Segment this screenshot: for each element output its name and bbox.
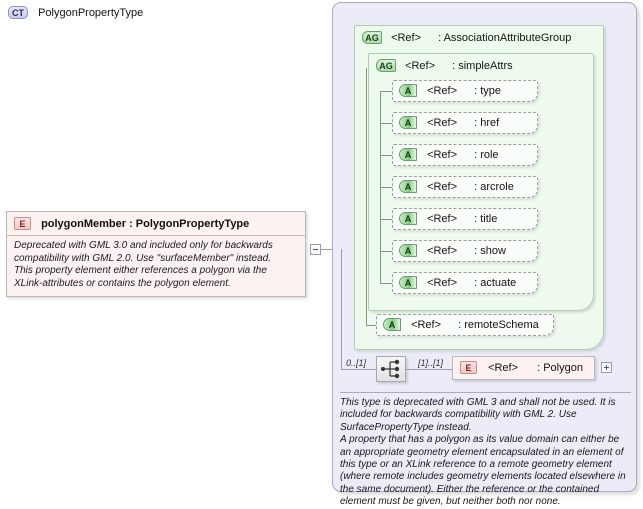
attribute-tree-stub	[380, 187, 392, 188]
connector-choice-to-polygon	[406, 369, 452, 370]
attribute-type: : href	[474, 116, 500, 129]
attribute-tree-stub	[380, 155, 392, 156]
attribute-type: : show	[474, 244, 506, 257]
connector-element-to-type	[321, 249, 332, 250]
complextype-title: PolygonPropertyType	[38, 6, 144, 19]
attribute-tree-stub	[380, 251, 392, 252]
element-header: E polygonMember : PolygonPropertyType	[7, 212, 305, 236]
polygon-ref-type: : Polygon	[537, 361, 583, 374]
attribute-row-remoteschema[interactable]: A <Ref> : remoteSchema	[376, 314, 554, 336]
complextype-badge-icon: CT	[8, 6, 28, 19]
attribute-ref: <Ref>	[427, 212, 458, 225]
polygon-member-element-box[interactable]: E polygonMember : PolygonPropertyType De…	[6, 211, 306, 297]
attribute-tree-stub	[380, 91, 392, 92]
element-badge-icon: E	[14, 217, 31, 230]
polygon-element-ref[interactable]: E <Ref> : Polygon	[452, 356, 595, 380]
compositor-cardinality: 0..[1]	[346, 358, 367, 368]
attribute-group-badge-icon: AG	[362, 31, 382, 44]
attribute-ref: <Ref>	[427, 116, 458, 129]
complextype-header: CT PolygonPropertyType	[8, 6, 143, 19]
attribute-row[interactable]: A <Ref> : role	[392, 144, 538, 166]
attribute-ref: <Ref>	[427, 244, 458, 257]
attribute-row[interactable]: A <Ref> : href	[392, 112, 538, 134]
attribute-ref: <Ref>	[427, 84, 458, 97]
attribute-row[interactable]: A <Ref> : type	[392, 80, 538, 102]
remoteschema-stub	[366, 325, 376, 326]
attribute-type: : role	[474, 148, 499, 161]
content-model-spine	[341, 249, 342, 369]
attribute-tree-stub	[380, 283, 392, 284]
attribute-badge-icon: A	[383, 318, 401, 331]
attribute-badge-icon: A	[399, 276, 417, 289]
attribute-type: : arcrole	[474, 180, 514, 193]
attribute-row[interactable]: A <Ref> : show	[392, 240, 538, 262]
attribute-ref: <Ref>	[427, 148, 458, 161]
attribute-badge-icon: A	[399, 244, 417, 257]
attribute-type: : title	[474, 212, 498, 225]
polygon-ref-name: <Ref>	[488, 361, 519, 374]
attribute-group-simpleattrs-type: : simpleAttrs	[452, 59, 513, 72]
attribute-group-simpleattrs-ref: <Ref>	[405, 59, 436, 72]
attribute-row[interactable]: A <Ref> : actuate	[392, 272, 538, 294]
attribute-ref: <Ref>	[427, 180, 458, 193]
attribute-type: : remoteSchema	[458, 318, 539, 331]
remoteschema-spine	[366, 68, 367, 325]
element-doc-line-2: This property element either references …	[14, 265, 267, 289]
attribute-group-simpleattrs-header: AG <Ref> : simpleAttrs	[376, 59, 513, 72]
polygon-cardinality: [1]..[1]	[418, 358, 444, 368]
attribute-type: : actuate	[474, 276, 517, 289]
attribute-badge-icon: A	[399, 180, 417, 193]
attribute-group-association-header: AG <Ref> : AssociationAttributeGroup	[362, 31, 571, 44]
complextype-doc-line-2: A property that has a polygon as its val…	[340, 434, 626, 508]
attribute-ref: <Ref>	[411, 318, 442, 331]
element-doc-line-1: Deprecated with GML 3.0 and included onl…	[14, 240, 273, 264]
attribute-ref: <Ref>	[427, 276, 458, 289]
attribute-badge-icon: A	[399, 212, 417, 225]
attribute-tree-stub	[380, 123, 392, 124]
attribute-group-badge-icon: AG	[376, 59, 396, 72]
complextype-documentation: This type is deprecated with GML 3 and s…	[340, 392, 631, 509]
attribute-row[interactable]: A <Ref> : title	[392, 208, 538, 230]
choice-compositor-glyph	[381, 359, 400, 379]
attribute-badge-icon: A	[399, 148, 417, 161]
attribute-badge-icon: A	[399, 116, 417, 129]
content-model-lead	[341, 369, 376, 370]
attribute-badge-icon: A	[399, 84, 417, 97]
attribute-group-association-type: : AssociationAttributeGroup	[438, 31, 572, 44]
element-collapse-toggle[interactable]	[310, 244, 321, 255]
attribute-tree-stub	[380, 219, 392, 220]
element-badge-icon: E	[460, 361, 477, 374]
element-documentation: Deprecated with GML 3.0 and included onl…	[7, 236, 305, 296]
complextype-doc-line-1: This type is deprecated with GML 3 and s…	[340, 397, 616, 433]
choice-compositor-icon[interactable]	[376, 356, 406, 382]
polygon-expand-toggle[interactable]	[601, 362, 612, 373]
attribute-row[interactable]: A <Ref> : arcrole	[392, 176, 538, 198]
element-title: polygonMember : PolygonPropertyType	[41, 217, 250, 230]
attribute-group-association-ref: <Ref>	[391, 31, 422, 44]
attribute-type: : type	[474, 84, 501, 97]
